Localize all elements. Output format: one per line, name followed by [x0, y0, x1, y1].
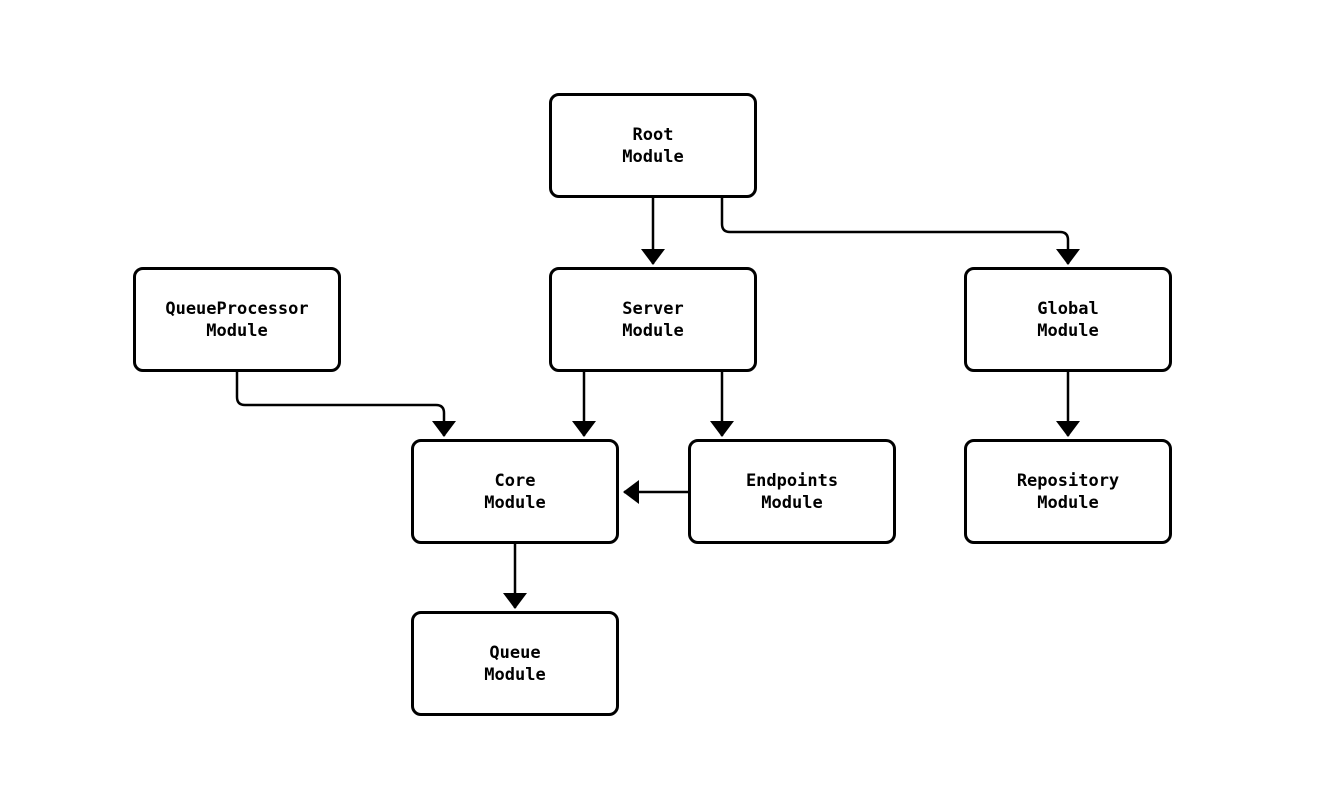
node-queueprocessor-module-label: QueueProcessor Module — [165, 298, 309, 341]
node-root-module: Root Module — [549, 93, 757, 198]
node-endpoints-module: Endpoints Module — [688, 439, 896, 544]
node-repository-module-label: Repository Module — [1016, 470, 1120, 513]
edge-root-to-global — [720, 198, 1080, 265]
node-global-module-label: Global Module — [1037, 298, 1099, 341]
node-server-module-label: Server Module — [622, 298, 684, 341]
edge-queueprocessor-to-core — [235, 372, 456, 437]
node-server-module: Server Module — [549, 267, 757, 372]
node-repository-module: Repository Module — [964, 439, 1172, 544]
node-core-module-label: Core Module — [484, 470, 546, 513]
node-core-module: Core Module — [411, 439, 619, 544]
node-queueprocessor-module: QueueProcessor Module — [133, 267, 341, 372]
node-global-module: Global Module — [964, 267, 1172, 372]
node-queue-module: Queue Module — [411, 611, 619, 716]
node-queue-module-label: Queue Module — [484, 642, 546, 685]
node-root-module-label: Root Module — [622, 124, 684, 167]
node-endpoints-module-label: Endpoints Module — [745, 470, 839, 513]
